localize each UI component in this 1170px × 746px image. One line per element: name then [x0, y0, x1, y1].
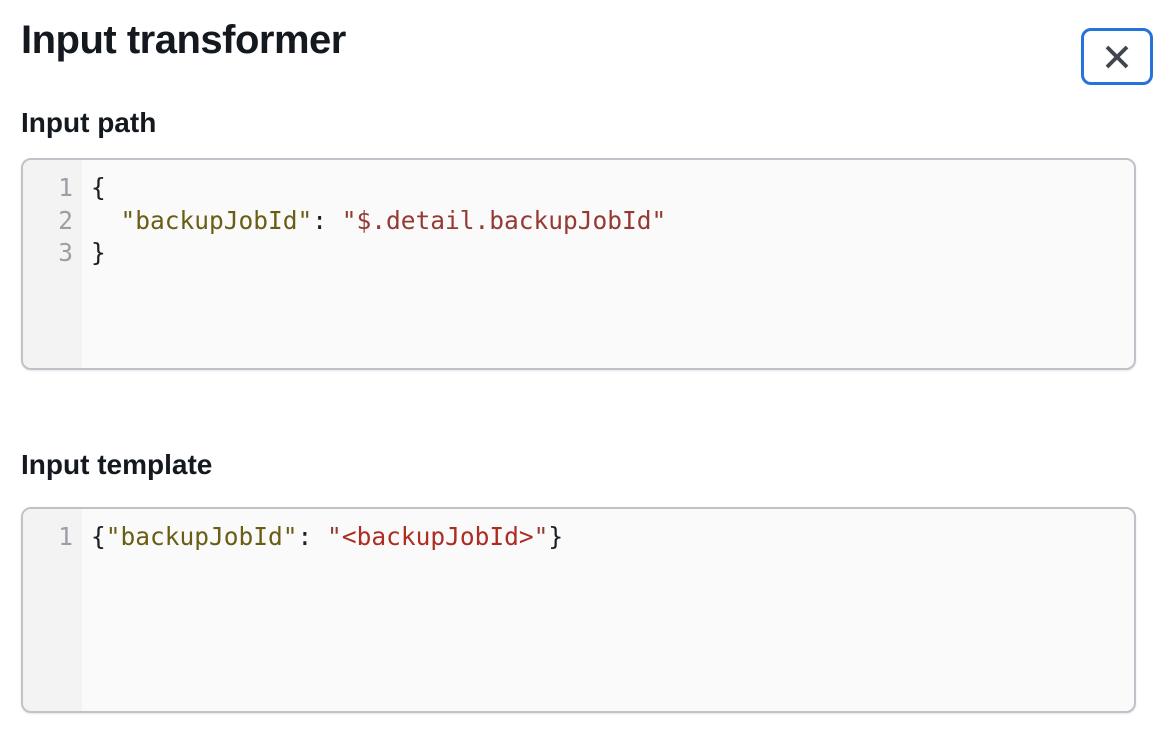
editor-gutter: 1 [23, 509, 82, 711]
input-template-editor[interactable]: 1 {"backupJobId": "<backupJobId>"} [21, 507, 1136, 713]
token-plain: : [297, 522, 328, 551]
token-key: "backupJobId" [105, 522, 298, 551]
close-icon [1105, 45, 1129, 68]
code-line[interactable]: {"backupJobId": "<backupJobId>"} [91, 521, 1134, 554]
token-string: " [327, 522, 342, 551]
input-path-editor[interactable]: 1 2 3 { "backupJobId": "$.detail.backupJob… [21, 158, 1136, 370]
token-plain: } [91, 238, 106, 267]
code-line[interactable]: "backupJobId": "$.detail.backupJobId" [91, 205, 1134, 238]
line-number: 1 [58, 522, 73, 551]
dialog-title: Input transformer [21, 18, 346, 62]
code-line[interactable]: { [91, 172, 1134, 205]
token-variable: <backupJobId> [341, 522, 534, 551]
input-path-label: Input path [21, 107, 157, 138]
editor-gutter: 1 2 3 [23, 160, 82, 368]
token-plain: { [91, 522, 106, 551]
token-plain: } [548, 522, 564, 551]
token-string: " [533, 522, 549, 551]
editor-code[interactable]: { "backupJobId": "$.detail.backupJobId"} [82, 160, 1134, 368]
token-string: "$.detail.backupJobId" [341, 205, 667, 235]
input-template-label: Input template [21, 449, 213, 480]
line-number: 3 [58, 238, 73, 267]
line-number: 2 [58, 205, 73, 235]
close-button[interactable] [1081, 28, 1153, 85]
dialog-content: Input transformer Input path 1 2 3 { "back… [0, 16, 1170, 713]
token-key: "backupJobId" [120, 205, 313, 235]
input-transformer-dialog: Input transformer Input path 1 2 3 { "back… [0, 16, 1170, 746]
code-line[interactable]: } [91, 237, 1134, 270]
line-number: 1 [58, 173, 73, 202]
token-plain: : [312, 205, 342, 235]
token-plain [91, 206, 121, 235]
token-plain: { [91, 173, 106, 202]
editor-code[interactable]: {"backupJobId": "<backupJobId>"} [82, 509, 1134, 711]
